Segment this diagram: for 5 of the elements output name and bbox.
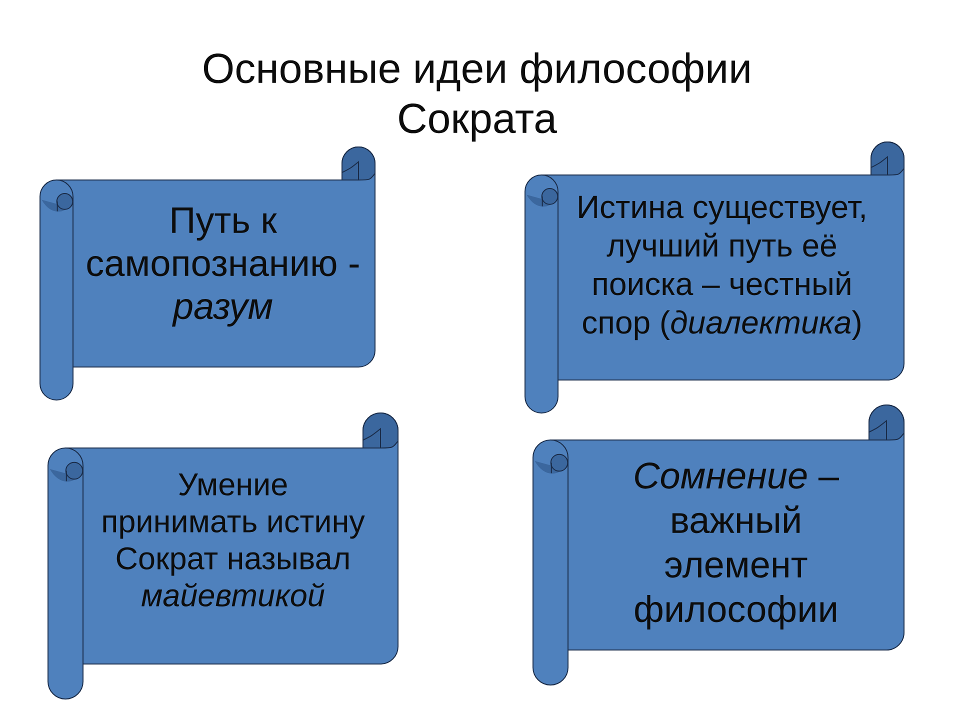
scroll-banner: Истина существует, лучший путь её поиска – честный спор (диалектика) bbox=[524, 142, 904, 414]
title: Основные идеи философии Сократа bbox=[204, 52, 750, 142]
scroll-banner: Умение принимать истину Сократ называл майевтикой bbox=[48, 412, 398, 700]
scroll-banner: Путь к самопознанию - разум bbox=[40, 146, 376, 400]
scroll-banner: Сомнение – важный элемент философии bbox=[532, 404, 904, 686]
